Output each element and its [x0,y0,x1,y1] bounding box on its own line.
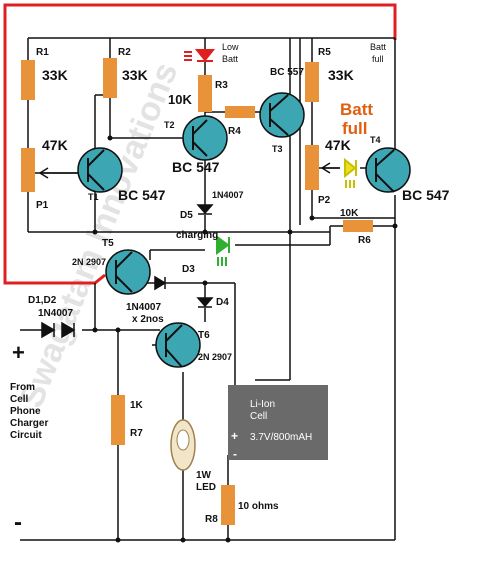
feedback-wire [3,3,397,285]
battery-minus: - [233,447,237,461]
resistor-r4 [225,106,255,118]
label-r5-ref: R5 [318,47,331,58]
label-t3-ref: T3 [272,144,283,154]
label-t5-ref: T5 [102,238,114,249]
source-line-4: Charger [10,418,48,429]
label-d3-ref: D3 [182,264,195,275]
label-t4-type: BC 547 [402,187,450,203]
label-r1-ref: R1 [36,47,49,58]
resistor-r2 [103,58,117,98]
label-r7-value: 1K [130,400,144,411]
label-t6-type: 2N 2907 [198,352,232,362]
label-r8-ref: R8 [205,514,218,525]
label-d5-type: 1N4007 [212,190,244,200]
label-t4-ref: T4 [370,135,381,145]
t5-leads [115,251,133,293]
label-d12-ref: D1,D2 [28,295,57,306]
t3-leads [269,94,289,136]
battery-rating: 3.7V/800mAH [250,432,312,443]
label-r2-ref: R2 [118,47,131,58]
battery-label-1: Li-Ion [250,399,275,410]
label-r7-ref: R7 [130,428,143,439]
label-t5-type: 2N 2907 [72,257,106,267]
label-p1-value: 47K [42,137,68,153]
diode-d5 [196,204,214,215]
battery-label-2: Cell [250,411,267,422]
label-d4-ref: D4 [216,297,229,308]
battery-cell [228,385,328,460]
label-r1-value: 33K [42,67,68,83]
source-line-5: Circuit [10,430,42,441]
supply-plus: + [12,340,25,365]
label-p1-ref: P1 [36,200,49,211]
label-p2-value: 47K [325,137,351,153]
t2-leads [192,119,208,157]
source-line-1: From [10,382,35,393]
battery-plus: + [231,429,238,443]
t6-leads [165,324,183,368]
label-batt-full-2: full [372,54,384,64]
potentiometer-p1 [21,148,35,192]
watermark: Swagatam Innovations [12,57,185,413]
diode-d4 [196,297,214,308]
label-power-led-2: LED [196,482,216,493]
label-t2-ref: T2 [164,120,175,130]
label-power-led-1: 1W [196,470,212,481]
label-d4-note: x 2nos [132,314,164,325]
led-low-batt-rays [184,51,192,61]
junctions [92,135,398,543]
t4-leads [375,149,395,193]
led-batt-full [344,157,357,179]
potentiometer-p2 [305,145,319,190]
resistor-r7 [111,395,125,445]
label-p2-ref: P2 [318,195,331,206]
label-low-batt-1: Low [222,42,239,52]
resistor-r6 [343,220,373,232]
label-d4-type: 1N4007 [126,302,161,313]
power-led-core [176,429,190,451]
label-r5-value: 33K [328,67,354,83]
label-t6-ref: T6 [198,330,210,341]
label-t2-type: BC 547 [172,159,220,175]
label-r8-value: 10 ohms [238,501,279,512]
annotation-batt: Batt [340,100,373,119]
led-charging [216,235,230,255]
p2-wiper-arrow [320,162,340,174]
label-charging: charging [176,230,218,241]
p1-wiper-arrow [38,167,82,179]
label-d12-type: 1N4007 [38,308,73,319]
led-charging-rays [217,257,227,266]
diode-d3 [154,275,167,291]
t1-leads [87,149,105,191]
resistor-r1 [21,60,35,100]
label-t1-type: BC 547 [118,187,166,203]
label-t3-type: BC 557 [270,67,304,78]
label-batt-full-1: Batt [370,42,387,52]
diode-d1 [41,321,56,339]
led-low-batt [194,49,216,62]
resistor-r8 [221,485,235,525]
label-r3-ref: R3 [215,80,228,91]
label-r6-ref: R6 [358,235,371,246]
label-r4-ref: R4 [228,126,241,137]
wires [20,38,396,541]
label-r3-value: 10K [168,92,192,107]
label-r6-value: 10K [340,208,359,219]
source-line-2: Cell [10,394,29,405]
label-r2-value: 33K [122,67,148,83]
source-line-3: Phone [10,406,41,417]
label-t1-ref: T1 [88,192,99,202]
annotation-full: full [342,119,368,138]
diode-d2 [61,321,76,339]
label-low-batt-2: Batt [222,54,239,64]
led-batt-full-rays [345,180,355,188]
supply-minus: - [14,509,22,536]
resistor-r5 [305,62,319,102]
label-d5-ref: D5 [180,210,193,221]
resistor-r3 [198,75,212,112]
